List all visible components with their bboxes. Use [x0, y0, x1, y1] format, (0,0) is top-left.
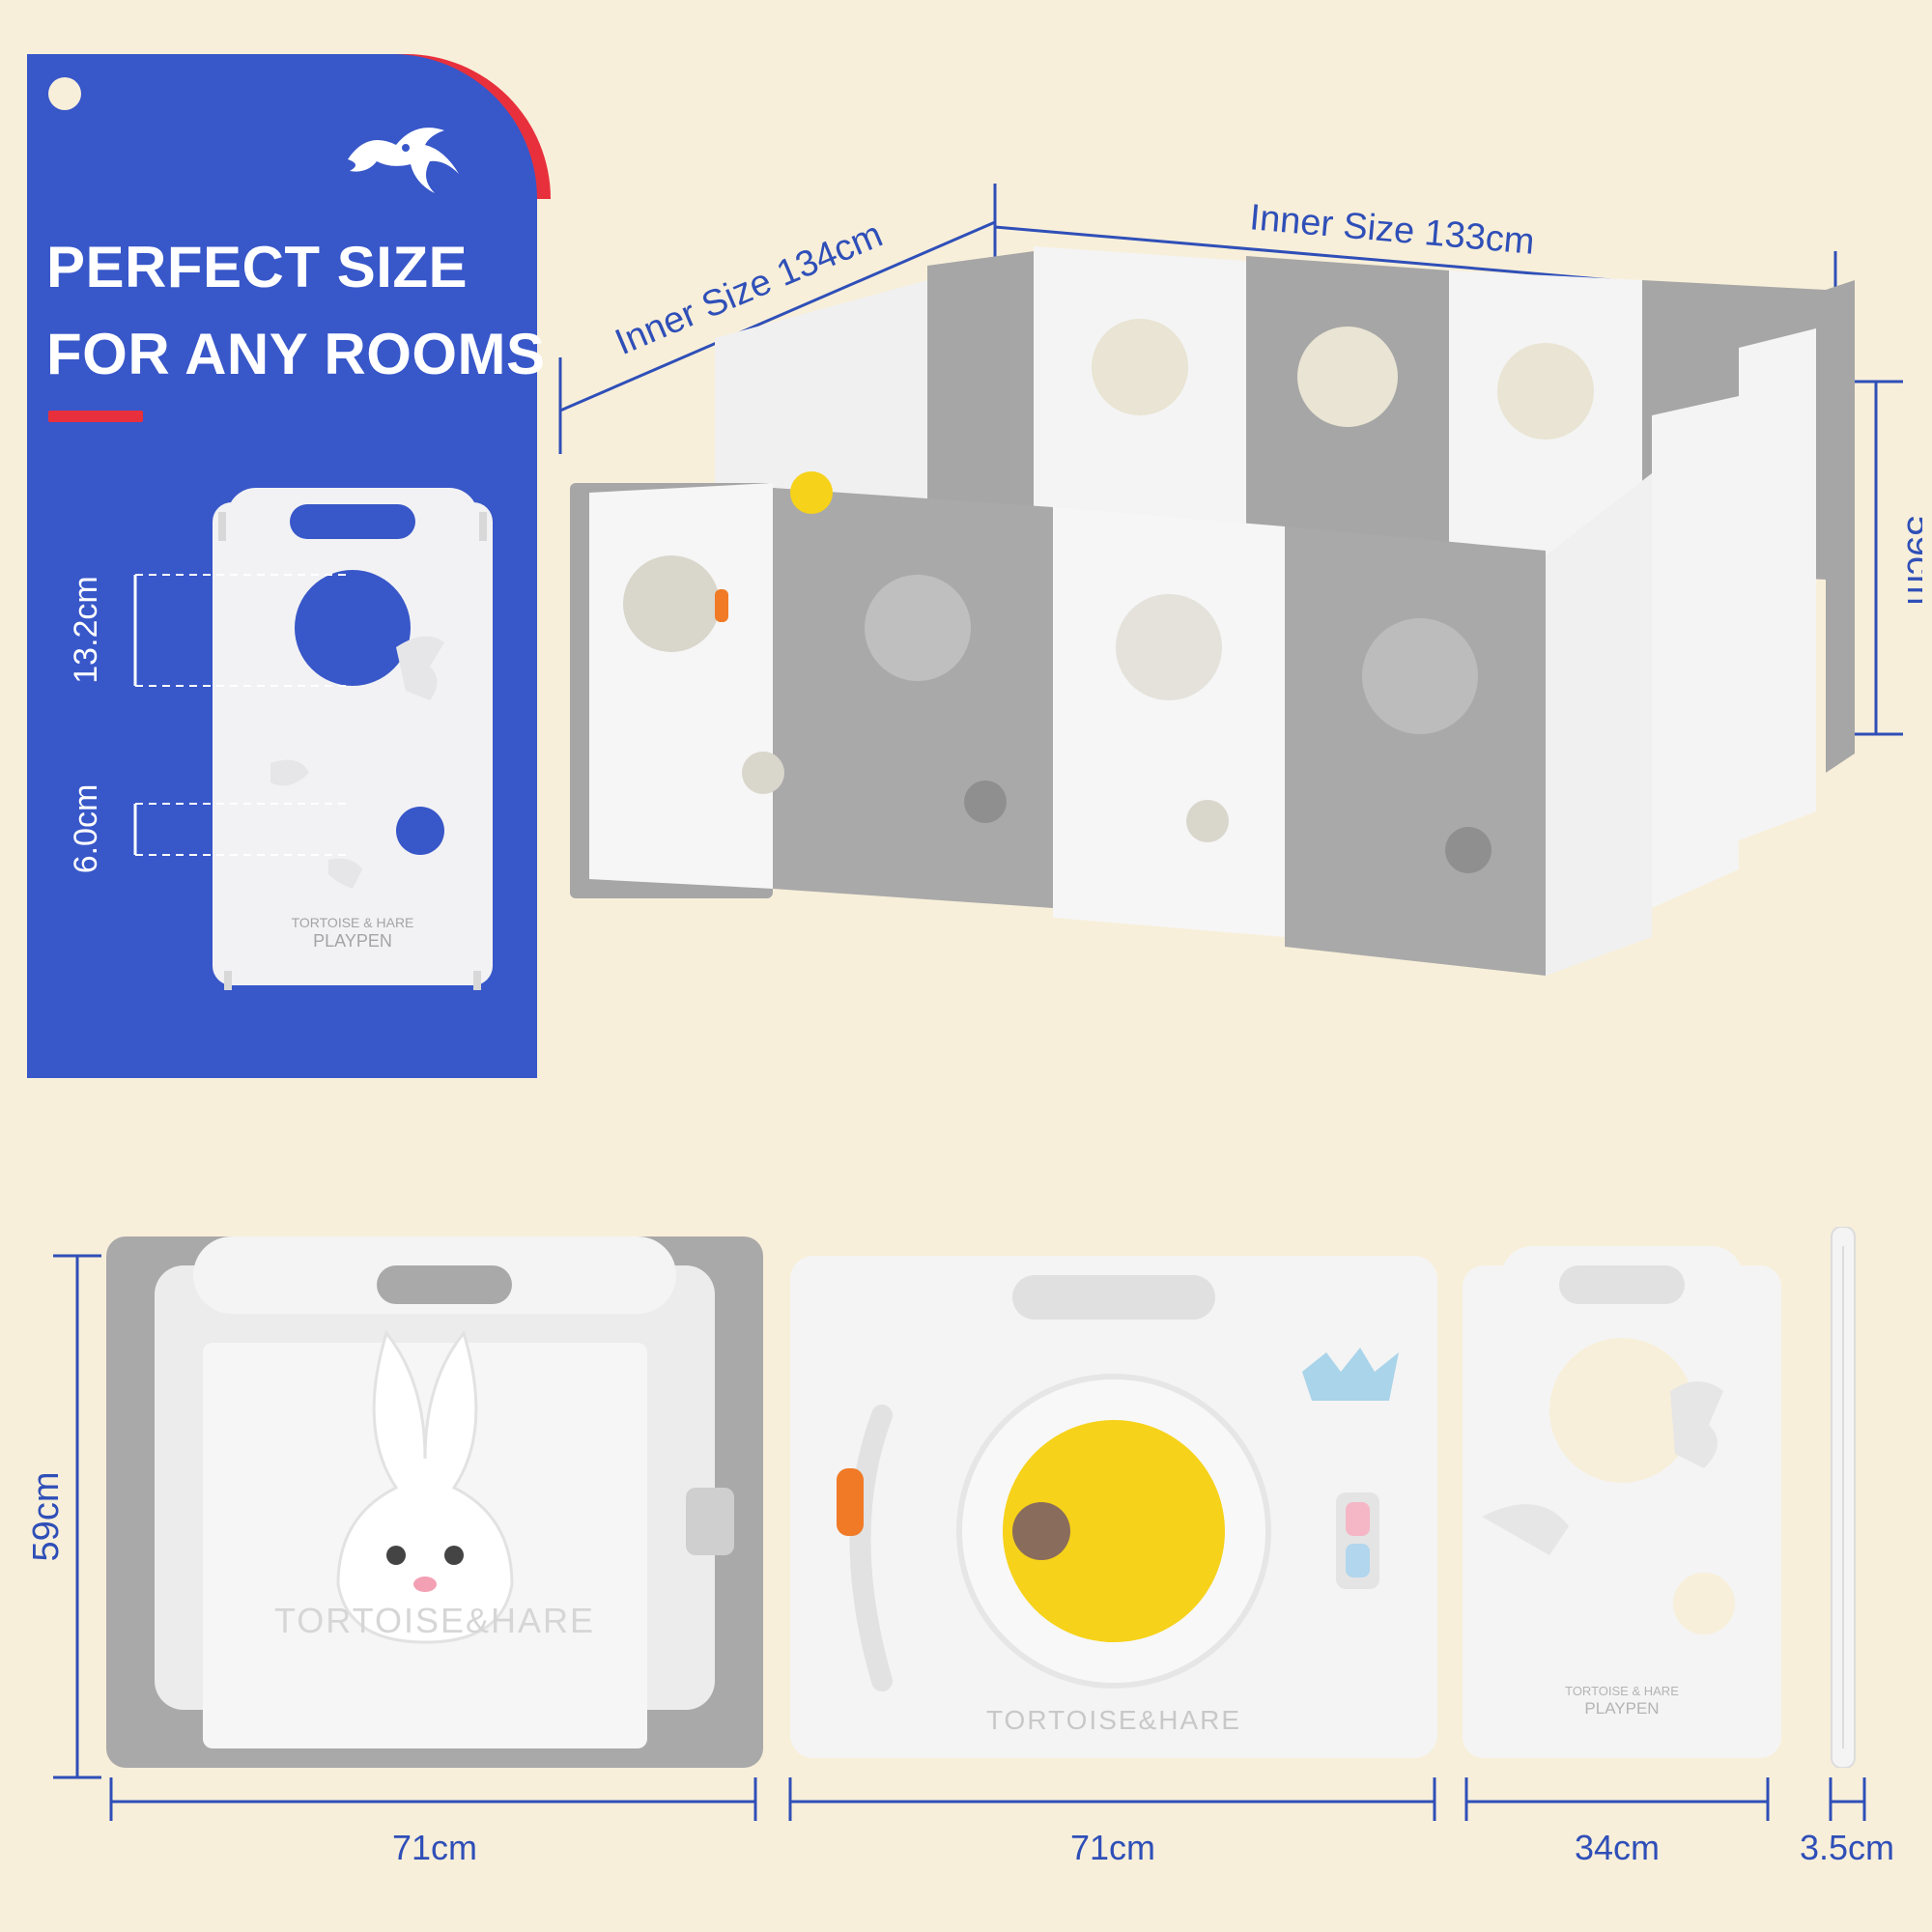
toy-panel-illustration: TORTOISE&HARE: [790, 1256, 1437, 1758]
narrow-panel-text-2: PLAYPEN: [1584, 1699, 1659, 1718]
banner-panel-illustration: TORTOISE & HARE PLAYPEN: [213, 488, 493, 990]
rabbit-logo-icon: [348, 128, 459, 193]
headline-underline: [48, 411, 143, 422]
headline-line-2: FOR ANY ROOMS: [46, 322, 546, 386]
small-hole-dimension: 6.0cm: [68, 784, 104, 874]
assembled-playpen-illustration: Inner Size 134cm Inner Size 133cm 59cm: [558, 184, 1922, 976]
gate-width-label: 71cm: [392, 1828, 477, 1864]
toy-panel-brand-text: TORTOISE&HARE: [986, 1705, 1241, 1735]
narrow-panel-illustration: TORTOISE & HARE PLAYPEN: [1463, 1246, 1781, 1758]
headline-line-1: PERFECT SIZE: [46, 235, 469, 299]
banner-dimension-marks: 13.2cm 6.0cm: [68, 574, 348, 874]
narrow-panel-text-1: TORTOISE & HARE: [1565, 1684, 1679, 1698]
playpen-height-label: 59cm: [1899, 516, 1922, 606]
banner-panel-text-1: TORTOISE & HARE: [292, 915, 414, 930]
banner-hang-hole: [48, 77, 81, 110]
thickness-label: 3.5cm: [1800, 1828, 1894, 1864]
panel-height-label: 59cm: [26, 1472, 67, 1562]
gate-brand-text: TORTOISE&HARE: [274, 1601, 595, 1640]
toy-panel-width-label: 71cm: [1070, 1828, 1155, 1864]
right-side-panels: [1652, 280, 1855, 908]
banner-panel-text-2: PLAYPEN: [313, 931, 392, 951]
front-panels: [570, 471, 1652, 976]
panel-dimension-marks: 59cm 71cm 71cm 34cm 3.5cm: [26, 1254, 1894, 1864]
narrow-panel-width-label: 34cm: [1575, 1828, 1660, 1864]
gate-panel-illustration: TORTOISE&HARE: [106, 1236, 763, 1768]
large-hole-dimension: 13.2cm: [68, 576, 104, 684]
panel-side-profile-illustration: [1831, 1227, 1856, 1768]
